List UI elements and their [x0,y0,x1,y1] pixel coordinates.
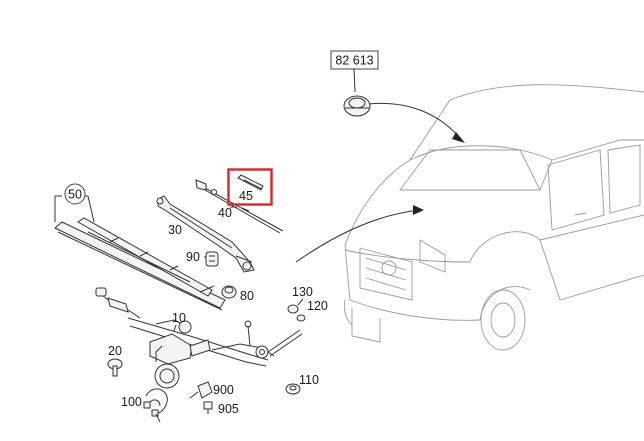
callout-10[interactable]: 10 [172,311,186,325]
callout-45-highlight[interactable]: 45 [227,168,273,206]
part-nut-90 [205,251,219,267]
part-cap-80 [221,285,237,299]
part-washer-120 [296,314,306,322]
callout-30[interactable]: 30 [168,223,182,237]
part-rain-sensor [343,95,371,117]
part-harness-100 [143,388,168,423]
leader-50d [87,195,95,223]
leader-10 [173,324,177,332]
part-bolt-20 [107,358,123,377]
callout-label-45: 45 [239,189,253,203]
callout-905[interactable]: 905 [218,402,239,416]
part-connector-900 [189,381,213,399]
part-cap-110 [285,383,301,395]
part-washer-rod [195,179,284,234]
arrow-to-windshield [367,102,465,143]
callout-82613[interactable]: 82 613 [330,50,379,70]
part-wiper-linkage [95,287,303,389]
leader-130 [297,298,304,306]
callout-90[interactable]: 90 [186,250,200,264]
part-washer-130 [287,304,299,314]
callout-900[interactable]: 900 [213,383,234,397]
part-clip-905 [203,401,213,414]
arrow-to-cowl [295,205,424,263]
callout-120[interactable]: 120 [307,299,328,313]
callout-50[interactable]: 50 [64,183,86,205]
callout-100[interactable]: 100 [121,395,142,409]
callout-110[interactable]: 110 [299,373,319,387]
callout-40[interactable]: 40 [218,206,232,220]
callout-20[interactable]: 20 [108,344,122,358]
part-wiper-blade [54,217,226,311]
leader-82613 [353,68,356,93]
callout-label-50: 50 [68,188,82,202]
part-wiper-arm [156,195,255,273]
van-illustration [343,84,644,351]
callout-130[interactable]: 130 [292,285,313,299]
callout-80[interactable]: 80 [240,289,254,303]
callout-label-82613: 82 613 [335,54,373,68]
